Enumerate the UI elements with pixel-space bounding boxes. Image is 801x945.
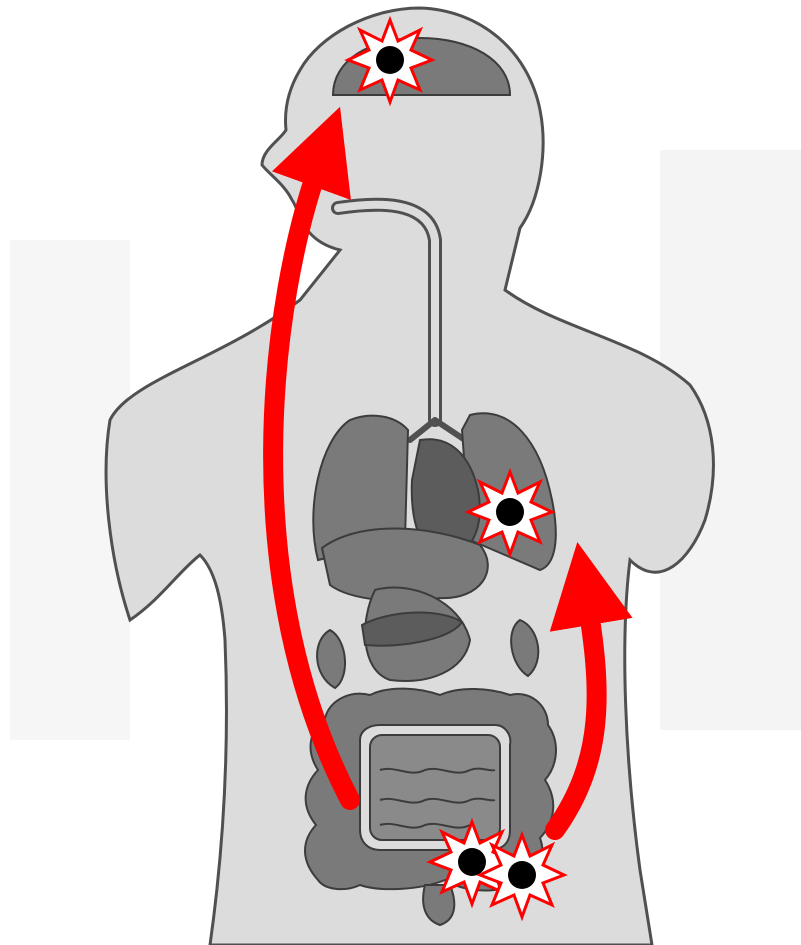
burst-lung-icon (468, 472, 552, 554)
burst-gut-right-icon (480, 835, 564, 917)
burst-brain-icon (348, 20, 432, 102)
